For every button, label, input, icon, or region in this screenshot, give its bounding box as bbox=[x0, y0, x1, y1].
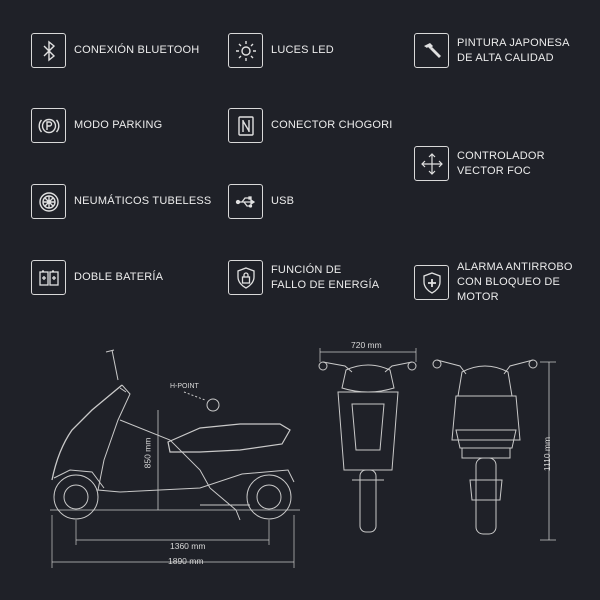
feature-led: LUCES LED bbox=[228, 33, 334, 68]
wheelbase-label: 1360 mm bbox=[170, 541, 206, 551]
lock-shield-icon bbox=[228, 260, 263, 295]
feature-bluetooth: CONEXIÓN BLUETOOH bbox=[31, 33, 199, 68]
feature-label: LUCES LED bbox=[271, 44, 334, 56]
parking-icon bbox=[31, 108, 66, 143]
height-label: 1110 mm bbox=[542, 436, 553, 472]
feature-label: NEUMÁTICOS TUBELESS bbox=[74, 195, 212, 207]
h-point-marker bbox=[206, 398, 220, 412]
battery-icon bbox=[31, 260, 66, 295]
bluetooth-icon bbox=[31, 33, 66, 68]
scooter-side-view bbox=[51, 349, 295, 521]
feature-label: DOBLE BATERÍA bbox=[74, 271, 164, 283]
scooter-rear-view bbox=[432, 359, 538, 535]
wheel-icon bbox=[31, 184, 66, 219]
seat-height-label: 850 mm bbox=[142, 437, 153, 469]
shield-plus-icon bbox=[414, 265, 449, 300]
length-label: 1890 mm bbox=[168, 556, 204, 566]
feature-label: USB bbox=[271, 195, 295, 207]
usb-icon bbox=[228, 184, 263, 219]
hammer-icon bbox=[414, 33, 449, 68]
feature-chogori: CONECTOR CHOGORI bbox=[228, 108, 393, 143]
feature-label: CONECTOR CHOGORI bbox=[271, 119, 393, 131]
feature-label: CONEXIÓN BLUETOOH bbox=[74, 44, 200, 56]
feature-label: MODO PARKING bbox=[74, 119, 163, 131]
h-point-label: H-POINT bbox=[170, 383, 199, 390]
connector-icon bbox=[228, 108, 263, 143]
feature-usb: USB bbox=[228, 184, 294, 219]
feature-battery: DOBLE BATERÍA bbox=[31, 260, 163, 295]
arrows-move-icon bbox=[414, 146, 449, 181]
feature-parking: MODO PARKING bbox=[31, 108, 162, 143]
scooter-front-view bbox=[318, 361, 417, 533]
sun-icon bbox=[228, 33, 263, 68]
feature-tubeless: NEUMÁTICOS TUBELESS bbox=[31, 184, 211, 219]
width-label: 720 mm bbox=[351, 340, 382, 350]
